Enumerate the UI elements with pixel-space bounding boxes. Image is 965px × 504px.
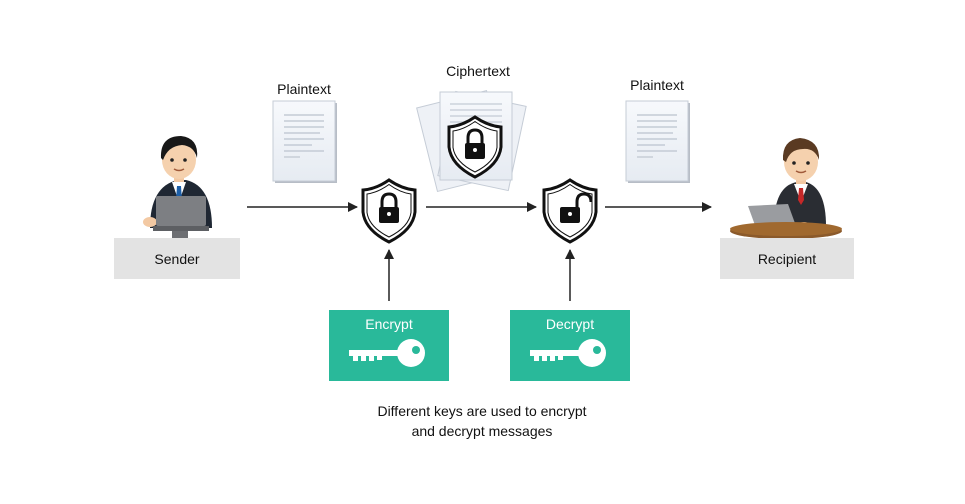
ciphertext-document-icon — [416, 89, 527, 193]
diagram-caption: Different keys are used to encrypt and d… — [332, 401, 632, 441]
encrypt-key-box: Encrypt — [329, 310, 449, 381]
sender-label: Sender — [154, 250, 200, 267]
encrypt-key-icon — [349, 339, 425, 367]
recipient-box: Recipient — [720, 238, 854, 279]
encrypt-key-label: Encrypt — [365, 316, 413, 332]
decrypt-shield-unlock-icon — [542, 178, 598, 244]
plaintext-document-left-icon — [272, 100, 337, 183]
sender-box: Sender — [114, 238, 240, 279]
ciphertext-label: Ciphertext — [446, 63, 510, 79]
plaintext-right-label: Plaintext — [630, 77, 684, 93]
plaintext-document-right-icon — [625, 100, 690, 183]
decrypt-key-box: Decrypt — [510, 310, 630, 381]
encrypt-shield-lock-icon — [361, 178, 417, 244]
caption-line-2: and decrypt messages — [411, 423, 553, 439]
caption-line-1: Different keys are used to encrypt — [377, 403, 587, 419]
sender-person-icon — [143, 136, 212, 238]
decrypt-key-label: Decrypt — [545, 316, 595, 332]
recipient-label: Recipient — [757, 250, 817, 267]
recipient-person-icon — [730, 138, 842, 239]
decrypt-key-icon — [530, 339, 606, 367]
plaintext-left-label: Plaintext — [277, 81, 331, 97]
